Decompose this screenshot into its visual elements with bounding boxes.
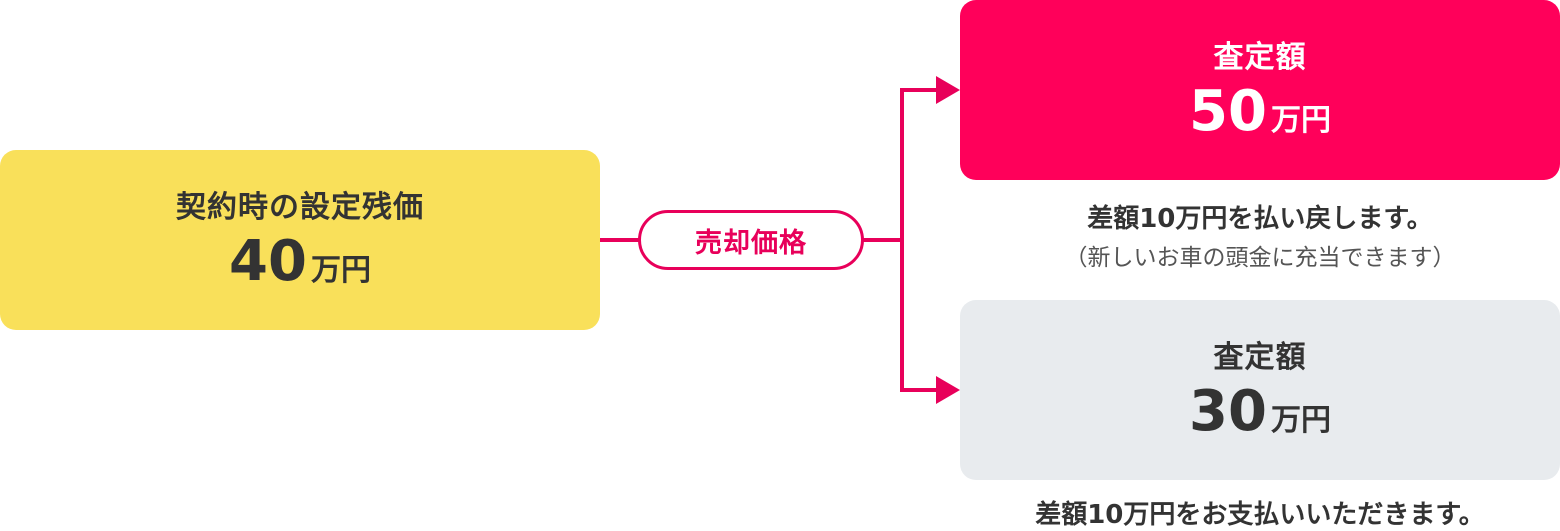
arrow-to-low-icon [936,376,960,404]
appraisal-low-unit: 万円 [1270,403,1331,438]
refund-sub-note: （新しいお車の頭金に充当できます） [1064,245,1456,271]
appraisal-low-number: 30 [1189,379,1267,444]
sale-price-pill: 売却価格 [638,210,864,270]
branch-line [900,88,938,392]
arrow-to-high-icon [936,76,960,104]
residual-label: 契約時の設定残価 [176,190,424,225]
appraisal-low-label: 査定額 [1213,340,1307,375]
appraisal-high-unit: 万円 [1270,103,1331,138]
refund-note: 差額10万円を払い戻します。 [1087,204,1433,234]
payment-note: 差額10万円をお支払いいただきます。 [1035,500,1485,530]
residual-amount-number: 40 [229,229,307,294]
appraisal-high-number: 50 [1189,79,1267,144]
appraisal-high-label: 査定額 [1213,40,1307,75]
residual-amount-unit: 万円 [310,253,371,288]
